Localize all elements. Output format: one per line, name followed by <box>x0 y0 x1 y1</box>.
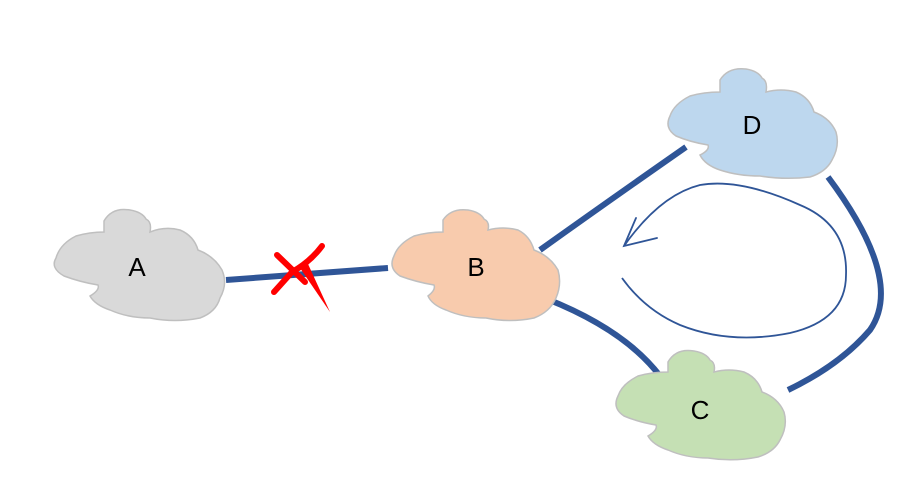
node-label-a: A <box>128 252 146 282</box>
link-d-c <box>786 175 884 393</box>
link-b-d <box>538 144 688 253</box>
cloud-shape-d <box>667 67 839 180</box>
node-d[interactable]: D <box>667 67 839 180</box>
cloud-shape-a <box>53 208 226 322</box>
node-b[interactable]: B <box>391 208 561 322</box>
node-label-d: D <box>743 110 762 140</box>
cloud-shape-c <box>615 349 787 461</box>
loop-arrow-icon <box>621 182 847 339</box>
node-c[interactable]: C <box>615 349 787 461</box>
link-b-c <box>545 296 663 378</box>
node-label-b: B <box>467 252 484 282</box>
node-label-c: C <box>691 395 710 425</box>
cloud-shape-b <box>391 208 561 322</box>
node-a[interactable]: A <box>53 208 226 322</box>
cross-mark-icon <box>271 243 330 312</box>
